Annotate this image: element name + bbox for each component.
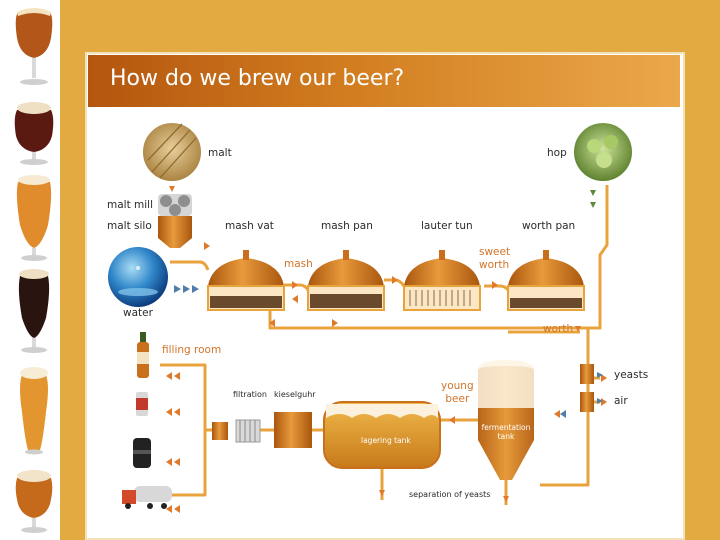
malt-arrow	[169, 186, 175, 192]
wheat-beer-glass-icon	[20, 367, 48, 455]
label-malt-silo: malt silo	[107, 220, 152, 232]
water-arrows	[174, 285, 199, 293]
fermentation-tank	[478, 360, 534, 480]
water-drop-icon	[108, 247, 168, 307]
worth-pan-vessel	[507, 250, 585, 311]
silo-to-vat-arrow	[204, 242, 210, 250]
process-arrows	[269, 276, 607, 502]
pipes	[160, 185, 609, 505]
malt-silo-icon	[158, 216, 192, 248]
label-kieselguhr: kieselguhr	[274, 390, 316, 399]
label-mash-vat: mash vat	[225, 220, 274, 232]
amber-beer-glass-icon	[15, 8, 53, 85]
air-dosing-unit	[580, 392, 603, 412]
keg-icon	[133, 438, 151, 468]
mash-vat-vessel	[207, 250, 285, 311]
label-filling-room: filling room	[162, 344, 222, 356]
air-arrow-2	[560, 410, 566, 418]
header-bar	[88, 55, 680, 107]
label-fermentation-tank: fermentation tank	[481, 423, 531, 441]
stout-beer-glass-icon	[18, 269, 50, 353]
label-yeasts: yeasts	[614, 369, 649, 381]
label-malt: malt	[208, 147, 232, 159]
malt-mill-icon	[158, 194, 192, 216]
ale-beer-glass-icon	[15, 470, 53, 533]
label-lagering-tank: lagering tank	[361, 436, 411, 445]
yeast-dosing-unit	[580, 364, 603, 384]
pale-beer-glass-icon	[16, 175, 52, 261]
beer-bottle-icon	[137, 332, 149, 378]
mash-pan-vessel	[307, 250, 385, 311]
label-water: water	[123, 307, 153, 319]
label-filtration: filtration	[233, 390, 267, 399]
page-title: How do we brew our beer?	[110, 66, 405, 91]
label-worth-pan: worth pan	[522, 220, 576, 232]
tanker-truck-icon	[122, 486, 172, 509]
label-mash: mash	[284, 258, 313, 270]
label-air: air	[614, 395, 628, 407]
label-sweet-worth: sweet worth	[479, 246, 511, 271]
beer-can-icon	[136, 392, 148, 416]
hop-photo-icon	[572, 121, 634, 183]
dark-red-beer-glass-icon	[14, 102, 54, 165]
lauter-tun-vessel	[403, 250, 481, 311]
filtration-unit	[212, 419, 261, 443]
air-arrow	[554, 410, 560, 418]
label-hop: hop	[547, 147, 567, 159]
kieselguhr-filter	[274, 412, 312, 448]
malt-photo-icon	[141, 121, 203, 183]
label-malt-mill: malt mill	[107, 199, 154, 211]
label-worth: worth	[543, 323, 574, 335]
filling-arrows	[166, 372, 180, 513]
label-separation-of-yeasts: separation of yeasts	[409, 490, 491, 499]
label-mash-pan: mash pan	[321, 220, 373, 232]
label-lauter-tun: lauter tun	[421, 220, 473, 232]
label-young-beer: young beer	[441, 380, 474, 405]
hop-arrows	[590, 190, 596, 208]
lagering-tank	[323, 401, 441, 469]
